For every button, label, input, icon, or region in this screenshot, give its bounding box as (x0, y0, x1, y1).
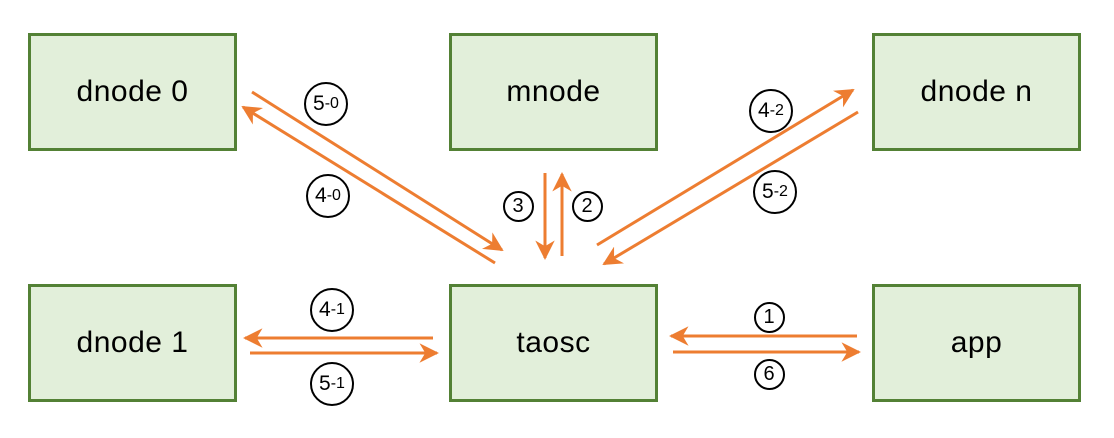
arrow-4-2 (596, 88, 855, 247)
node-dnode-n: dnode n (872, 33, 1081, 151)
node-taosc: taosc (449, 284, 658, 402)
node-dnode-1: dnode 1 (28, 284, 237, 402)
step-label-5-1: 5-1 (310, 362, 354, 406)
step-label-6: 6 (753, 358, 785, 390)
step-label-4-0: 4-0 (306, 174, 350, 218)
step-label-5-2: 5-2 (753, 170, 797, 214)
node-dnode-0: dnode 0 (28, 33, 237, 151)
step-label-1: 1 (753, 301, 785, 333)
arrow-4-0 (241, 105, 496, 265)
node-mnode: mnode (449, 33, 658, 151)
node-label-mnode: mnode (506, 75, 601, 108)
step-label-4-1: 4-1 (310, 288, 354, 332)
step-label-4-2: 4-2 (749, 89, 793, 133)
arrow-5-0 (251, 90, 504, 252)
node-label-dnode-1: dnode 1 (76, 326, 189, 359)
node-label-taosc: taosc (516, 326, 591, 359)
step-label-5-0: 5-0 (304, 82, 348, 126)
arrow-5-2 (602, 110, 859, 266)
node-app: app (872, 284, 1081, 402)
node-label-dnode-n: dnode n (920, 75, 1033, 108)
step-label-2: 2 (571, 190, 603, 222)
step-label-3: 3 (502, 190, 534, 222)
node-label-app: app (950, 326, 1003, 359)
node-label-dnode-0: dnode 0 (76, 75, 189, 108)
